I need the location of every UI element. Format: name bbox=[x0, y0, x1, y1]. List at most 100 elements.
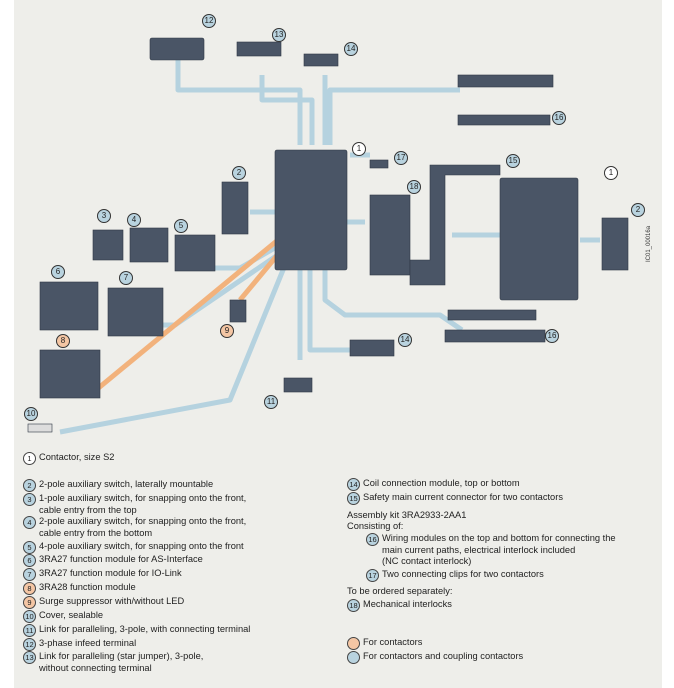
safety-connector bbox=[409, 164, 501, 286]
callout-4: 4 bbox=[127, 213, 141, 227]
legend-text: 4-pole auxiliary switch, for snapping on… bbox=[39, 541, 244, 551]
callout-1: 1 bbox=[352, 142, 366, 156]
figure-code: IC01_00016a bbox=[646, 225, 652, 262]
legend-text: 3-phase infeed terminal bbox=[39, 638, 137, 648]
function-module-as-i bbox=[39, 281, 99, 331]
legend-text: Cover, sealable bbox=[39, 610, 104, 620]
exploded-view-illustration bbox=[27, 37, 629, 435]
legend-badge: 11 bbox=[23, 624, 36, 637]
legend-text: 1-pole auxiliary switch, for snapping on… bbox=[39, 493, 247, 515]
legend-text: Wiring modules on the top and bottom for… bbox=[382, 533, 616, 566]
legend-badge: 16 bbox=[366, 533, 379, 546]
link-paralleling bbox=[283, 377, 313, 393]
surge-suppressor bbox=[229, 299, 247, 323]
callout-8: 8 bbox=[56, 334, 70, 348]
aux-switch-4pole bbox=[174, 234, 216, 272]
legend-text: 3RA28 function module bbox=[39, 582, 136, 592]
callout-10: 10 bbox=[24, 407, 38, 421]
components bbox=[27, 37, 629, 433]
wiring-module-bottom-1 bbox=[447, 309, 537, 321]
legend-text: Safety main current connector for two co… bbox=[363, 492, 563, 502]
legend-badge: 5 bbox=[23, 541, 36, 554]
infeed-terminal bbox=[149, 37, 205, 61]
mechanical-interlock bbox=[369, 194, 411, 276]
legend-badge: 14 bbox=[347, 478, 360, 491]
legend-badge: 3 bbox=[23, 493, 36, 506]
callout-14: 14 bbox=[398, 333, 412, 347]
legend-badge: 8 bbox=[23, 582, 36, 595]
callout-14: 14 bbox=[344, 42, 358, 56]
callout-3: 3 bbox=[97, 209, 111, 223]
callout-16: 16 bbox=[545, 329, 559, 343]
legend-text: 2-pole auxiliary switch, laterally mount… bbox=[39, 479, 214, 489]
aux-switch-lateral bbox=[221, 181, 249, 235]
legend-badge: 15 bbox=[347, 492, 360, 505]
legend-badge: 6 bbox=[23, 554, 36, 567]
aux-switch-1pole bbox=[92, 229, 124, 261]
legend-badge: 17 bbox=[366, 569, 379, 582]
legend-text: Link for paralleling, 3-pole, with conne… bbox=[39, 624, 251, 634]
callout-11: 11 bbox=[264, 395, 278, 409]
function-module-io-link bbox=[107, 287, 164, 337]
function-module-3ra28 bbox=[39, 349, 101, 399]
callout-2: 2 bbox=[631, 203, 645, 217]
legend-item: For contactors bbox=[347, 637, 423, 650]
legend-badge: 1 bbox=[23, 452, 36, 465]
callout-6: 6 bbox=[51, 265, 65, 279]
legend-text: 2-pole auxiliary switch, for snapping on… bbox=[39, 516, 247, 538]
legend-text: Link for paralleling (star jumper), 3-po… bbox=[39, 651, 204, 673]
legend-text: Contactor, size S2 bbox=[39, 452, 115, 462]
legend-badge bbox=[347, 637, 360, 650]
callout-9: 9 bbox=[220, 324, 234, 338]
callout-15: 15 bbox=[506, 154, 520, 168]
separate-title: To be ordered separately: bbox=[347, 586, 453, 596]
callout-17: 17 bbox=[394, 151, 408, 165]
contactor-main bbox=[274, 149, 348, 271]
aux-switch-lateral-right bbox=[601, 217, 629, 271]
legend-badge: 10 bbox=[23, 610, 36, 623]
callout-7: 7 bbox=[119, 271, 133, 285]
legend-badge: 13 bbox=[23, 651, 36, 664]
legend-text: Mechanical interlocks bbox=[363, 599, 452, 609]
wiring-module-bottom-2 bbox=[444, 329, 546, 343]
legend-text: 3RA27 function module for IO-Link bbox=[39, 568, 182, 578]
legend-badge: 2 bbox=[23, 479, 36, 492]
coil-module-top bbox=[303, 53, 339, 67]
kit-title: Assembly kit 3RA2933-2AA1 bbox=[347, 510, 467, 520]
contactor-second bbox=[499, 177, 579, 301]
legend-text: Two connecting clips for two contactors bbox=[382, 569, 544, 579]
callout-18: 18 bbox=[407, 180, 421, 194]
wiring-module-top-1 bbox=[457, 74, 554, 88]
legend-text: For contactors bbox=[363, 637, 423, 647]
legend-badge: 18 bbox=[347, 599, 360, 612]
legend-badge: 7 bbox=[23, 568, 36, 581]
callout-16: 16 bbox=[552, 111, 566, 125]
legend-text: Surge suppressor with/without LED bbox=[39, 596, 185, 606]
sealable-cover bbox=[27, 423, 53, 433]
connecting-clip bbox=[369, 159, 389, 169]
star-jumper bbox=[236, 41, 282, 57]
legend-text: Coil connection module, top or bottom bbox=[363, 478, 520, 488]
callout-12: 12 bbox=[202, 14, 216, 28]
legend-item: For contactors and coupling contactors bbox=[347, 651, 524, 664]
wiring-module-top-2 bbox=[457, 114, 551, 126]
callout-2: 2 bbox=[232, 166, 246, 180]
legend-text: For contactors and coupling contactors bbox=[363, 651, 524, 661]
legend-badge: 12 bbox=[23, 638, 36, 651]
legend-badge: 9 bbox=[23, 596, 36, 609]
